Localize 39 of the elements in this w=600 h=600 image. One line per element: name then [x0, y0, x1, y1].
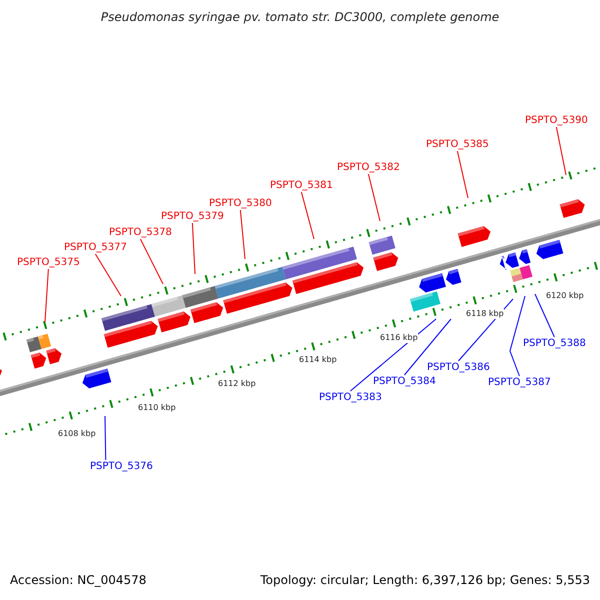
- leader-line: [240, 210, 246, 260]
- leader-line: [456, 150, 468, 198]
- leader-line: [350, 318, 436, 392]
- gene-label: PSPTO_5376: [90, 460, 153, 473]
- gene-label: PSPTO_5390: [525, 114, 588, 127]
- gene-label: PSPTO_5388: [523, 337, 586, 350]
- accession-note: Accession: NC_004578: [10, 574, 146, 587]
- leader-line: [556, 126, 566, 176]
- tick-label: 6112 kbp: [218, 379, 256, 389]
- genome-summary: Topology: circular; Length: 6,397,126 bp; Genes: 5,553: [260, 574, 590, 587]
- gene-label: PSPTO_5384: [373, 375, 436, 388]
- leader-line: [192, 222, 196, 274]
- leader-line: [509, 296, 526, 376]
- tick-label: 6118 kbp: [466, 309, 504, 319]
- title: Pseudomonas syringae pv. tomato str. DC3000, complete genome: [100, 11, 500, 24]
- leader-line: [140, 238, 164, 284]
- leader-line: [94, 254, 122, 296]
- leader-line: [44, 268, 49, 322]
- leader-line: [300, 192, 314, 240]
- gene-label: PSPTO_5379: [161, 210, 224, 223]
- gene-label: PSPTO_5385: [426, 138, 489, 151]
- gene-label: PSPTO_5386: [427, 361, 490, 374]
- gene-label: PSPTO_5383: [319, 391, 382, 404]
- leader-line: [104, 416, 106, 460]
- gene-label: PSPTO_5381: [270, 179, 333, 192]
- gene-label: PSPTO_5387: [488, 376, 551, 389]
- gene-label: PSPTO_5380: [209, 197, 272, 210]
- leader-line: [534, 294, 555, 338]
- gene-label: PSPTO_5378: [109, 226, 172, 239]
- gene-label: PSPTO_5375: [17, 256, 80, 269]
- tick-label: 6116 kbp: [380, 333, 418, 343]
- tick-label: 6120 kbp: [546, 291, 584, 301]
- tick-label: 6114 kbp: [299, 355, 337, 365]
- gene-label: PSPTO_5377: [64, 241, 127, 254]
- tick-label: 6108 kbp: [58, 429, 96, 439]
- leader-line: [404, 318, 452, 376]
- gene-label: PSPTO_5382: [337, 161, 400, 174]
- tick-label: 6110 kbp: [138, 403, 176, 413]
- leader-line: [368, 174, 380, 222]
